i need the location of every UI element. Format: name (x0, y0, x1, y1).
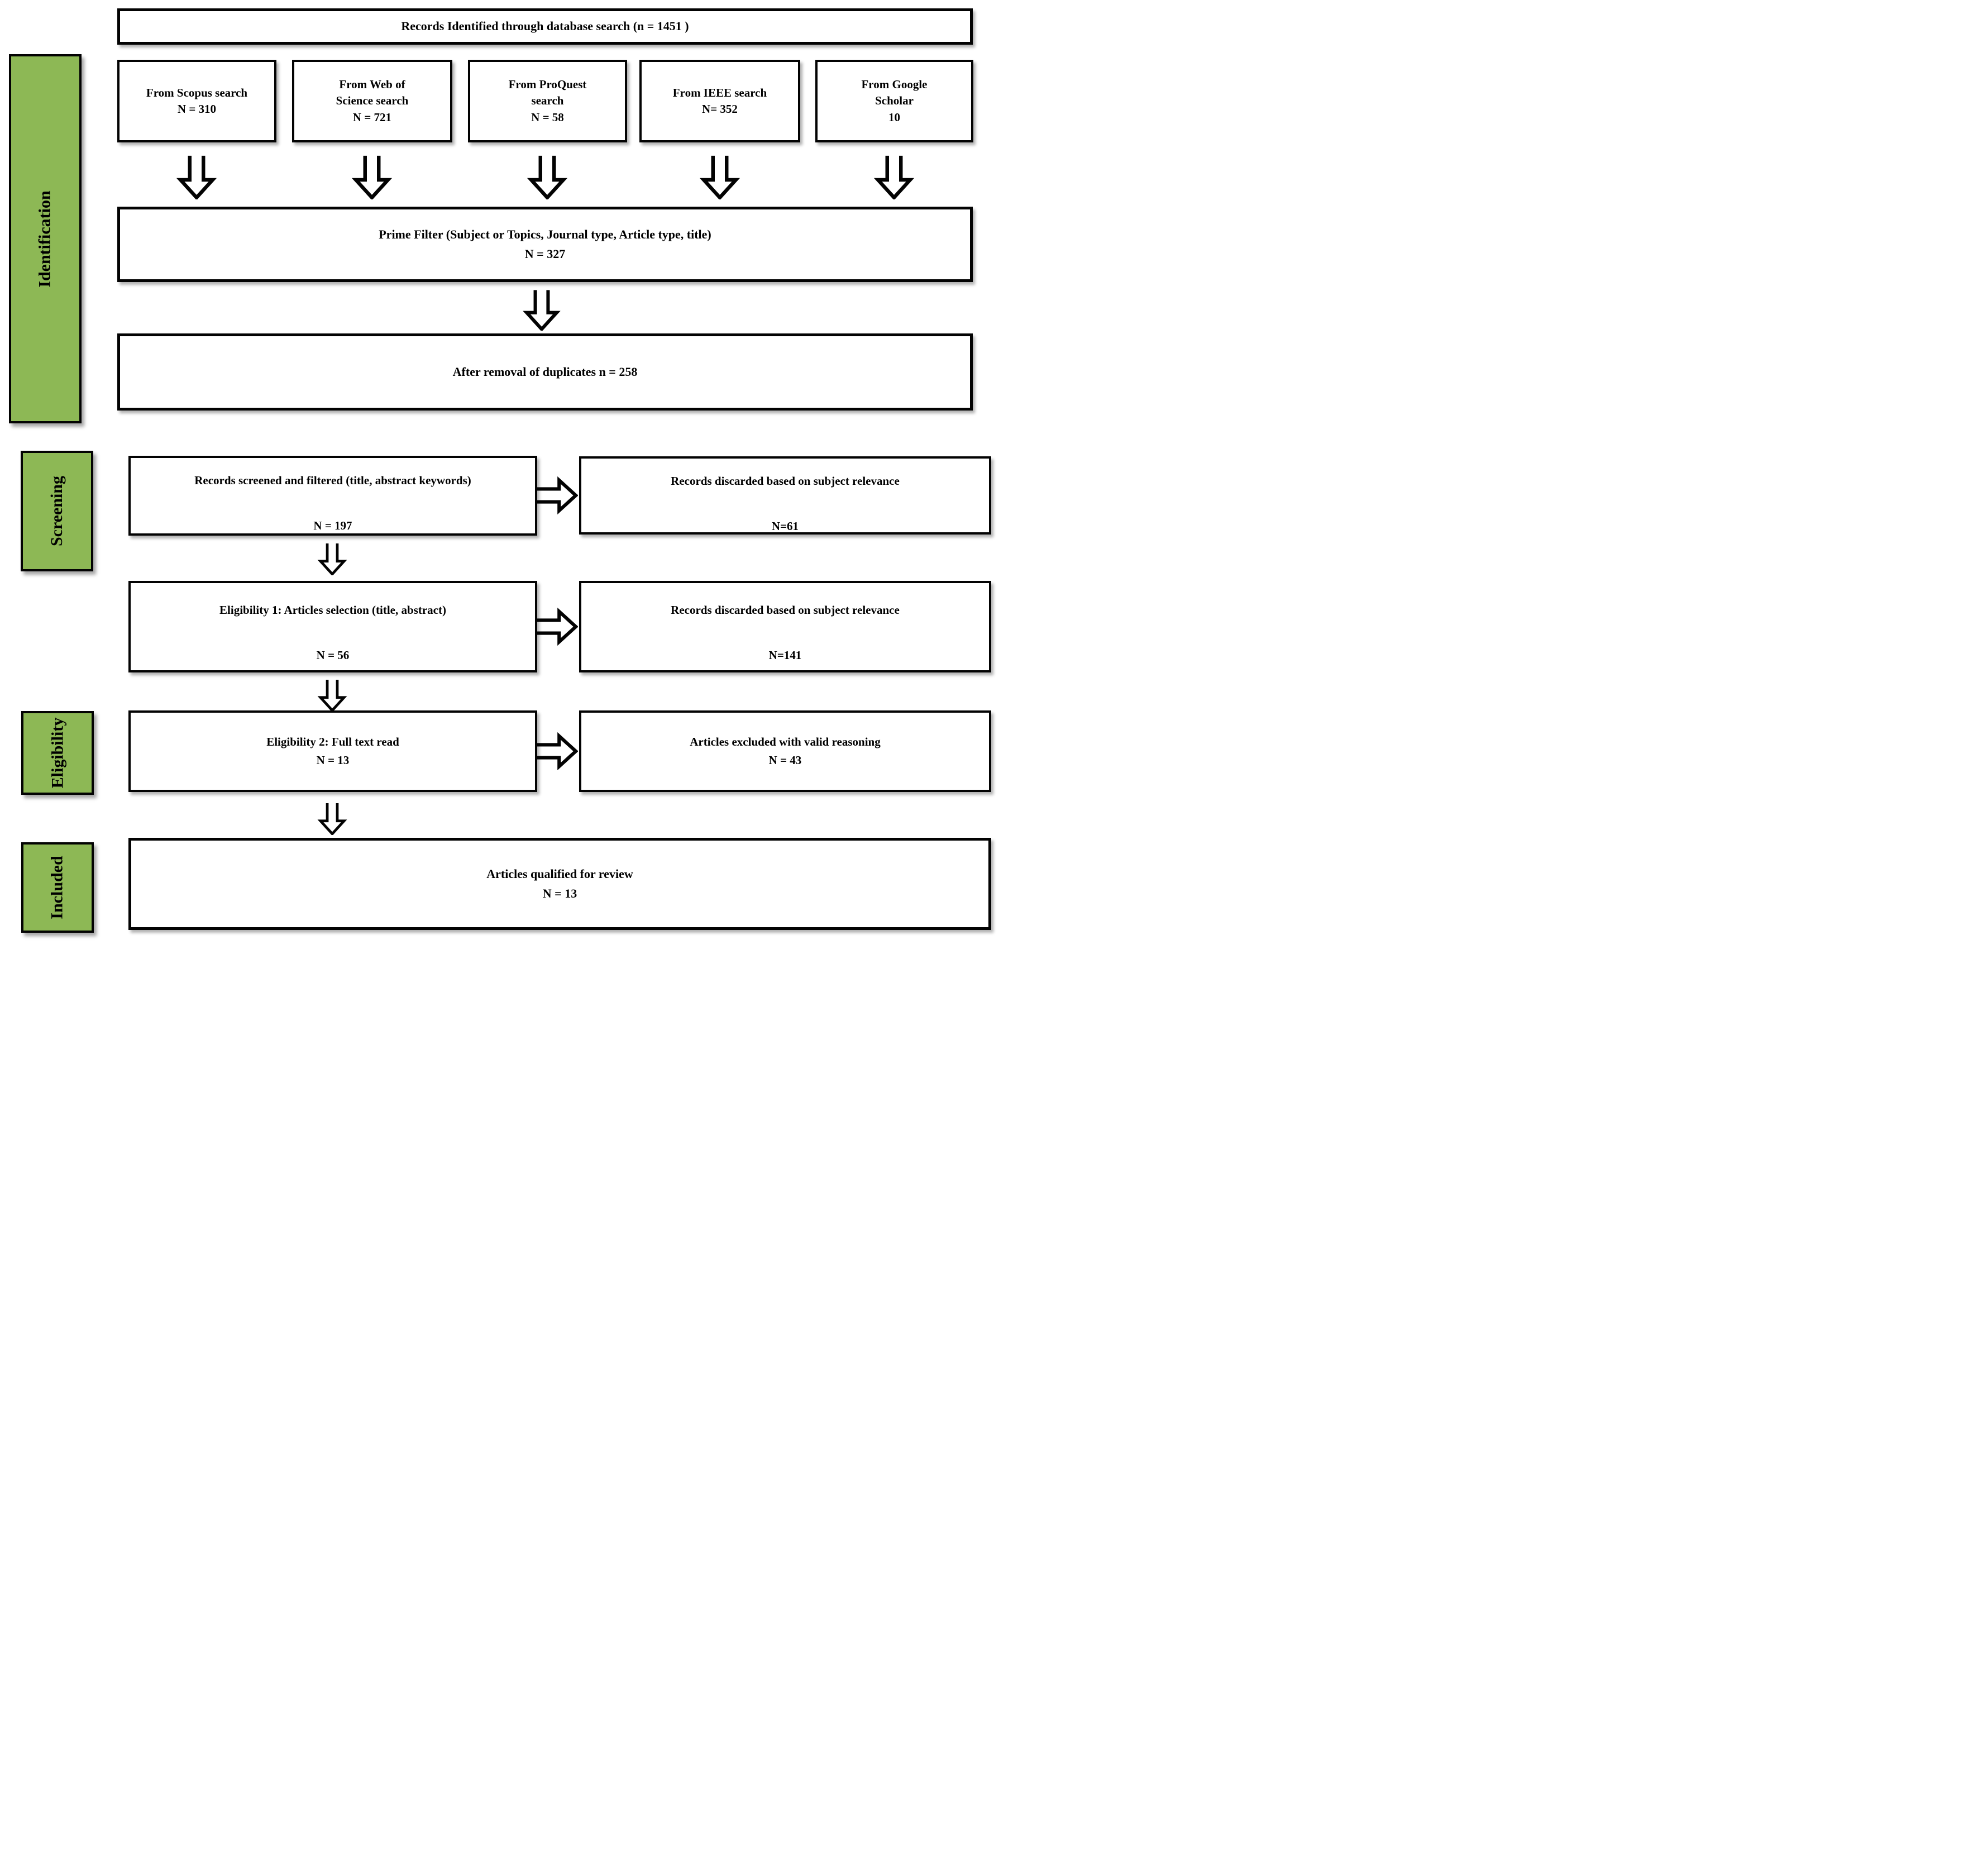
down-arrow-icon (317, 803, 347, 835)
records-screened-box: Records screened and filtered (title, ab… (128, 456, 537, 536)
right-arrow-icon (536, 732, 578, 770)
prime-filter-box: Prime Filter (Subject or Topics, Journal… (117, 207, 973, 282)
down-arrow-icon (523, 290, 561, 331)
eligibility-2-box: Eligibility 2: Full text read N = 13 (128, 710, 537, 792)
records-identified-text: Records Identified through database sear… (401, 19, 689, 34)
source-box-scopus: From Scopus search N = 310 (117, 60, 276, 142)
eligibility-2-label: Eligibility 2: Full text read (266, 734, 399, 748)
stage-screening: Screening (21, 451, 93, 571)
stage-eligibility: Eligibility (21, 711, 94, 795)
prime-filter-label: Prime Filter (Subject or Topics, Journal… (379, 227, 711, 241)
source-text: From ProQuest search N = 58 (508, 77, 587, 124)
down-arrow-icon (317, 680, 347, 712)
right-arrow-icon (536, 476, 578, 514)
eligibility-1-count: N = 56 (316, 648, 350, 662)
source-box-proquest: From ProQuest search N = 58 (468, 60, 627, 142)
discarded-box-2: Records discarded based on subject relev… (579, 581, 991, 672)
source-box-google-scholar: From Google Scholar 10 (815, 60, 973, 142)
discarded-box-1: Records discarded based on subject relev… (579, 456, 991, 535)
qualified-label: Articles qualified for review (486, 866, 633, 881)
discarded-label: Records discarded based on subject relev… (671, 603, 900, 617)
excluded-box: Articles excluded with valid reasoning N… (579, 710, 991, 792)
stage-label: Included (47, 856, 66, 919)
records-screened-count: N = 197 (313, 519, 352, 533)
duplicates-removed-text: After removal of duplicates n = 258 (452, 364, 638, 379)
eligibility-1-box: Eligibility 1: Articles selection (title… (128, 581, 537, 672)
qualified-box: Articles qualified for review N = 13 (128, 838, 991, 930)
source-text: From Scopus search N = 310 (146, 85, 248, 116)
down-arrow-icon (352, 155, 392, 199)
right-arrow-icon (536, 608, 578, 646)
down-arrow-icon (700, 155, 740, 199)
stage-label: Eligibility (48, 717, 67, 789)
excluded-label: Articles excluded with valid reasoning (690, 734, 881, 748)
prisma-flow-diagram: Identification Screening Eligibility Inc… (0, 0, 994, 938)
records-screened-label: Records screened and filtered (title, ab… (194, 474, 471, 487)
eligibility-1-label: Eligibility 1: Articles selection (title… (219, 603, 446, 617)
prime-filter-count: N = 327 (524, 246, 566, 261)
down-arrow-icon (176, 155, 217, 199)
stage-label: Identification (36, 190, 54, 288)
duplicates-removed-box: After removal of duplicates n = 258 (117, 333, 973, 411)
qualified-count: N = 13 (542, 886, 577, 900)
down-arrow-icon (317, 543, 347, 575)
stage-included: Included (21, 842, 94, 933)
down-arrow-icon (874, 155, 914, 199)
source-box-ieee: From IEEE search N= 352 (639, 60, 800, 142)
down-arrow-icon (527, 155, 567, 199)
discarded-count: N=141 (768, 648, 802, 662)
stage-label: Screening (47, 475, 66, 547)
records-identified-box: Records Identified through database sear… (117, 8, 973, 45)
source-text: From Google Scholar 10 (861, 77, 928, 124)
excluded-count: N = 43 (768, 753, 802, 767)
source-text: From Web of Science search N = 721 (336, 77, 409, 124)
discarded-label: Records discarded based on subject relev… (671, 474, 900, 488)
eligibility-2-count: N = 13 (316, 753, 350, 767)
stage-identification: Identification (9, 54, 82, 423)
source-text: From IEEE search N= 352 (672, 85, 767, 116)
discarded-count: N=61 (771, 519, 799, 533)
source-box-web-of-science: From Web of Science search N = 721 (292, 60, 452, 142)
